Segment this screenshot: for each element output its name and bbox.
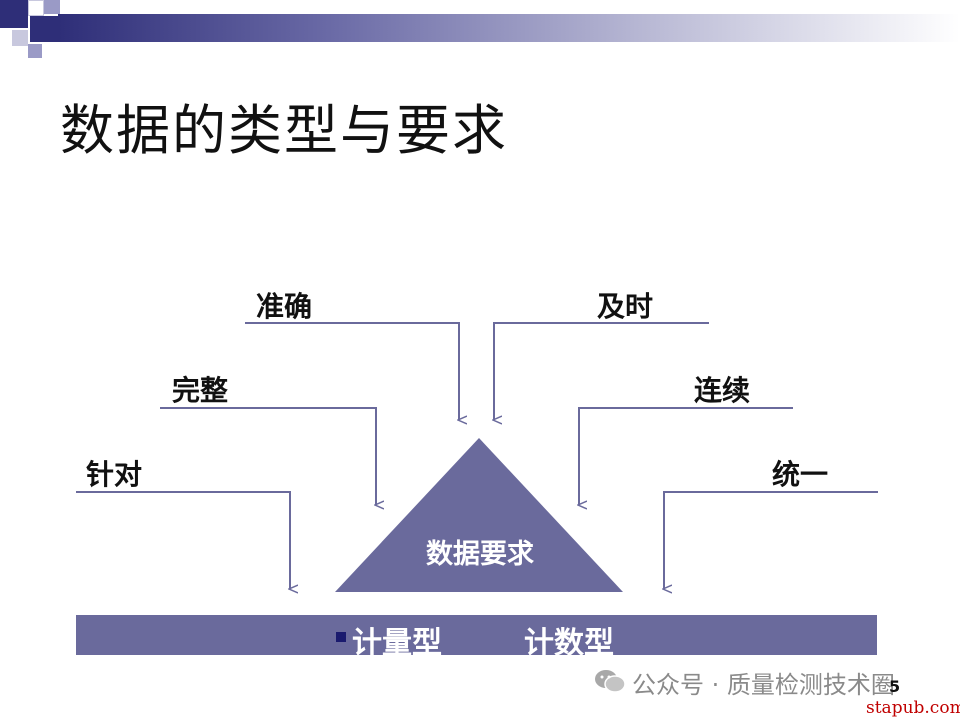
label-accurate: 准确 (256, 290, 313, 323)
header-decoration (0, 0, 960, 60)
page-title: 数据的类型与要求 (60, 99, 508, 162)
site-watermark: stapub.com (866, 698, 960, 718)
header-square (0, 0, 28, 28)
header-square (44, 0, 60, 14)
header-square (30, 16, 58, 42)
label-complete: 完整 (172, 374, 229, 407)
connector-line-complete (160, 407, 376, 505)
wechat-icon (595, 670, 626, 693)
connector-line-targeted (76, 491, 290, 589)
header-gradient-band (58, 14, 960, 42)
data-type-variable: 计量型 (352, 626, 442, 661)
header-square (28, 44, 42, 58)
label-continuous: 连续 (694, 374, 751, 407)
center-triangle (335, 438, 623, 592)
connector-line-unified (664, 491, 878, 589)
connector-line-continuous (579, 407, 793, 505)
data-type-bar (76, 615, 877, 655)
page-number: 5 (889, 677, 901, 696)
header-square (28, 0, 44, 16)
header-square (12, 30, 28, 46)
bullet-icon (336, 632, 346, 642)
label-targeted: 针对 (86, 458, 143, 491)
label-unified: 统一 (772, 458, 829, 491)
center-label: 数据要求 (426, 539, 534, 570)
connector-line-accurate (245, 322, 459, 420)
data-type-attribute: 计数型 (524, 626, 614, 661)
label-timely: 及时 (597, 290, 654, 323)
connector-line-timely (494, 322, 709, 420)
watermark-text: 公众号 · 质量检测技术圈 (632, 671, 895, 699)
